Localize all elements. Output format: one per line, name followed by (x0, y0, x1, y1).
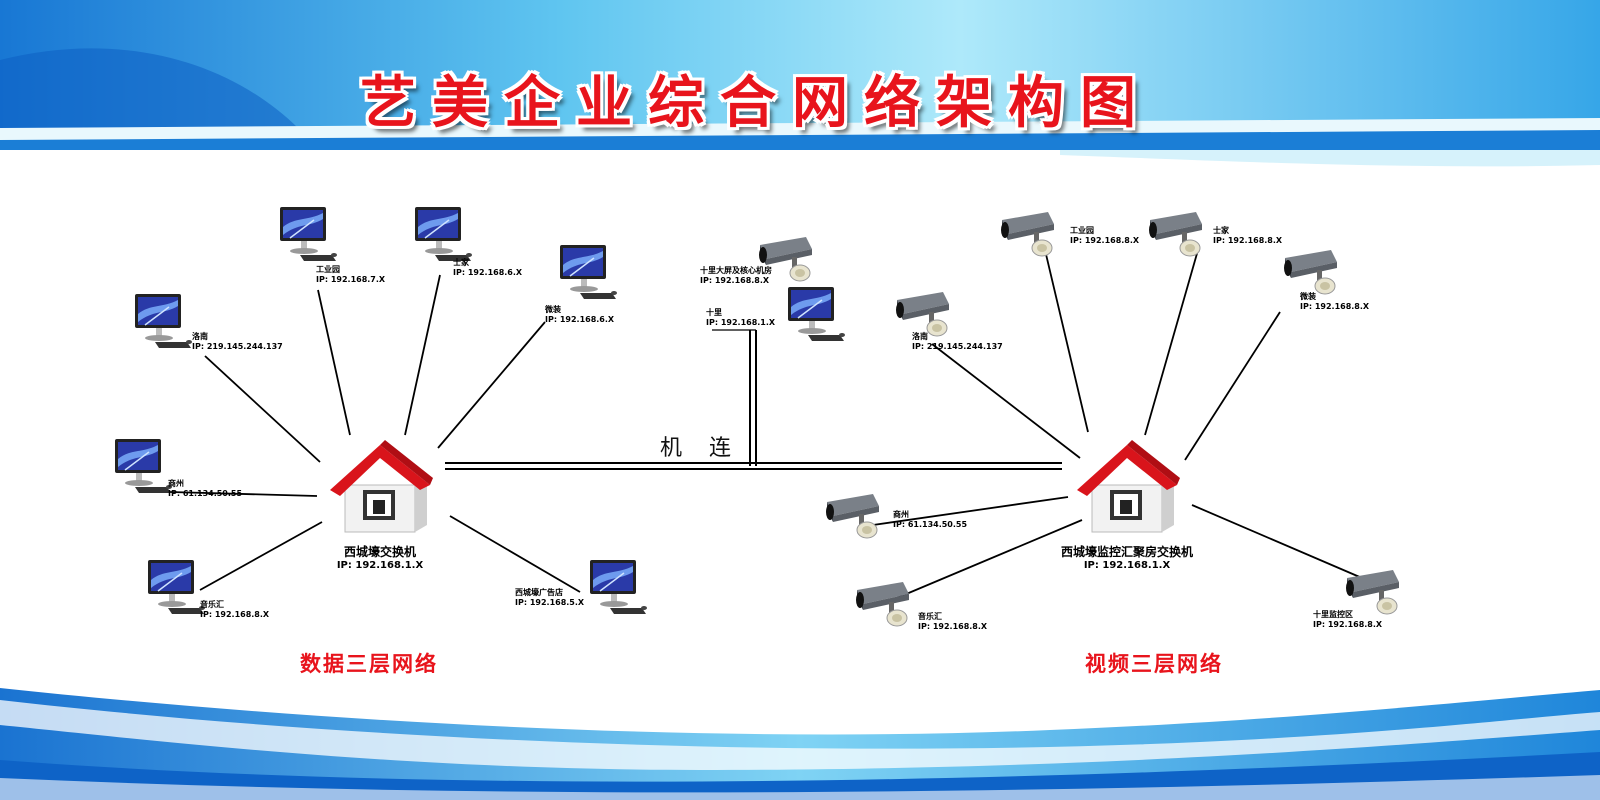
node-ip: IP: 192.168.5.X (515, 598, 585, 607)
connection-line (437, 321, 546, 449)
camera-icon (1284, 250, 1337, 295)
connection-line (317, 289, 351, 436)
connection-line (199, 521, 323, 591)
connection-line (1184, 311, 1281, 461)
switch-name: 西城壕监控汇聚房交换机 (1060, 545, 1193, 559)
connection-line (204, 355, 321, 463)
camera-icon (896, 292, 949, 337)
node-ip: IP: 192.168.8.X (1070, 236, 1140, 245)
node-ip: IP: 192.168.6.X (453, 268, 523, 277)
node-ip: IP: 192.168.8.X (1313, 620, 1383, 629)
switch-name: 西城壕交换机 (343, 545, 416, 559)
node-name: 工业园 (1070, 226, 1094, 235)
computer-icon (560, 245, 617, 299)
node-name: 士家 (453, 258, 469, 267)
node-ip: IP: 192.168.8.X (700, 276, 770, 285)
camera-icon (759, 237, 812, 282)
switch-ip: IP: 192.168.1.X (1083, 560, 1171, 571)
node-name: 洛南 (912, 332, 928, 341)
node-name: 十里监控区 (1313, 610, 1353, 619)
computer-icon (788, 287, 845, 341)
connection-line (404, 274, 441, 436)
computer-icon (280, 207, 337, 261)
computer-icon (590, 560, 647, 614)
node-ip: IP: 192.168.7.X (316, 275, 386, 284)
page-title: 艺美企业综合网络架构图 (360, 71, 1152, 136)
connection-line (169, 491, 318, 497)
node-name: 音乐汇 (918, 612, 942, 621)
section-title-data: 数据三层网络 (300, 652, 438, 676)
node-ip: IP: 192.168.8.X (200, 610, 270, 619)
camera-icon (826, 494, 879, 539)
node-name: 工业园 (316, 265, 340, 274)
node-ip: IP: 219.145.244.137 (192, 342, 283, 351)
video-switch[interactable]: 西城壕监控汇聚房交换机 IP: 192.168.1.X (1061, 440, 1193, 590)
camera-icon (1346, 570, 1399, 615)
connection-line (872, 496, 1069, 526)
house-switch-icon (330, 440, 433, 533)
connection-line (931, 343, 1081, 459)
node-name: 商州 (893, 510, 909, 519)
trunk-link-label: 机 连 (660, 436, 741, 461)
camera-icon (1149, 212, 1202, 257)
section-title-video: 视频三层网络 (1085, 652, 1223, 676)
node-name: 十里 (706, 308, 722, 317)
node-ip: IP: 61.134.50.55 (893, 520, 968, 529)
node-ip: IP: 192.168.8.X (1213, 236, 1283, 245)
node-ip: IP: 219.145.244.137 (912, 342, 1003, 351)
computer-icon (135, 294, 192, 348)
node-name: 洛南 (192, 332, 208, 341)
computer-icon (115, 439, 172, 493)
node-ip: IP: 192.168.8.X (1300, 302, 1370, 311)
camera-icon (1001, 212, 1054, 257)
node-name: 微装 (545, 305, 561, 314)
connection-line (449, 515, 581, 593)
node-ip: IP: 192.168.8.X (918, 622, 988, 631)
connection-line (1191, 504, 1363, 579)
connection-line (891, 519, 1083, 601)
node-name: 西城壕广告店 (515, 588, 563, 597)
camera-icon (856, 582, 909, 627)
node-name: 微装 (1300, 292, 1316, 301)
computer-icon (148, 560, 205, 614)
node-ip: IP: 192.168.1.X (706, 318, 776, 327)
connection-line (1144, 249, 1199, 436)
computer-icon (415, 207, 472, 261)
node-name: 十里大屏及核心机房 (700, 266, 772, 275)
node-ip: IP: 61.134.50.55 (168, 489, 243, 498)
house-switch-icon (1077, 440, 1180, 533)
node-ip: IP: 192.168.6.X (545, 315, 615, 324)
node-name: 音乐汇 (200, 600, 224, 609)
connection-line (1044, 249, 1089, 433)
switch-ip: IP: 192.168.1.X (336, 560, 424, 571)
node-name: 商州 (168, 479, 184, 488)
data-switch[interactable]: 西城壕交换机 IP: 192.168.1.X (325, 440, 435, 590)
node-name: 士家 (1213, 226, 1229, 235)
